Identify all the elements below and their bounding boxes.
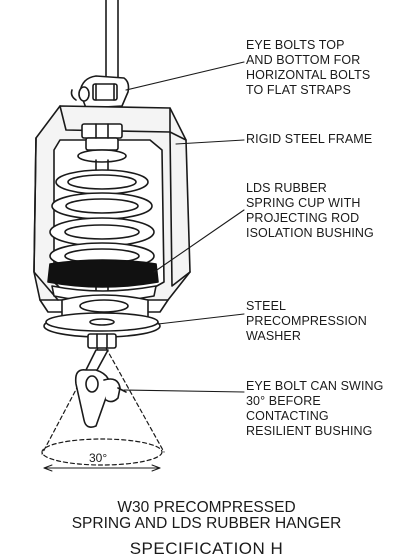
caption-title: W30 PRECOMPRESSED xyxy=(117,499,296,516)
callout-line: SPRING CUP WITH xyxy=(246,196,361,210)
leader-cup xyxy=(153,209,245,273)
leader-frame xyxy=(175,139,245,145)
leader-lines xyxy=(123,61,245,393)
callout-line: CONTACTING xyxy=(246,409,329,423)
swing-cone xyxy=(41,347,165,466)
callout-line: ISOLATION BUSHING xyxy=(246,226,374,240)
callout-line: RIGID STEEL FRAME xyxy=(246,132,373,146)
callout-washer: STEEL PRECOMPRESSION WASHER xyxy=(246,299,411,344)
bottom-nut xyxy=(87,333,117,349)
callout-line: 30° BEFORE xyxy=(246,394,321,408)
bottom-eye-bolt xyxy=(74,349,127,428)
leader-washer xyxy=(157,313,245,325)
callout-line: STEEL xyxy=(246,299,287,313)
callout-line: WASHER xyxy=(246,329,302,343)
angle-label: 30° xyxy=(89,451,108,465)
callout-line: LDS RUBBER xyxy=(246,181,327,195)
precompression-washer xyxy=(43,312,161,338)
callout-line: PROJECTING ROD xyxy=(246,211,360,225)
callout-swing: EYE BOLT CAN SWING 30° BEFORE CONTACTING… xyxy=(246,379,411,439)
callout-line: HORIZONTAL BOLTS xyxy=(246,68,371,82)
callout-line: EYE BOLTS TOP xyxy=(246,38,345,52)
callout-spring-cup: LDS RUBBER SPRING CUP WITH PROJECTING RO… xyxy=(246,181,411,241)
callout-line: PRECOMPRESSION xyxy=(246,314,367,328)
callout-line: EYE BOLT CAN SWING xyxy=(246,379,384,393)
leader-swing xyxy=(123,389,245,393)
leader-eye-bolts xyxy=(125,61,245,91)
top-rod xyxy=(105,0,119,83)
callout-line: AND BOTTOM FOR xyxy=(246,53,361,67)
callout-line: TO FLAT STRAPS xyxy=(246,83,351,97)
caption-subtitle: SPRING AND LDS RUBBER HANGER xyxy=(71,515,342,532)
callout-eye-bolts: EYE BOLTS TOP AND BOTTOM FOR HORIZONTAL … xyxy=(246,38,411,98)
top-eye-bolt xyxy=(70,75,130,109)
angle-dimension xyxy=(43,464,161,472)
top-nut xyxy=(77,123,127,163)
callout-frame: RIGID STEEL FRAME xyxy=(246,132,411,147)
caption-specification: SPECIFICATION H xyxy=(129,539,284,558)
callout-line: RESILIENT BUSHING xyxy=(246,424,373,438)
rubber-spring-cup xyxy=(47,259,159,302)
